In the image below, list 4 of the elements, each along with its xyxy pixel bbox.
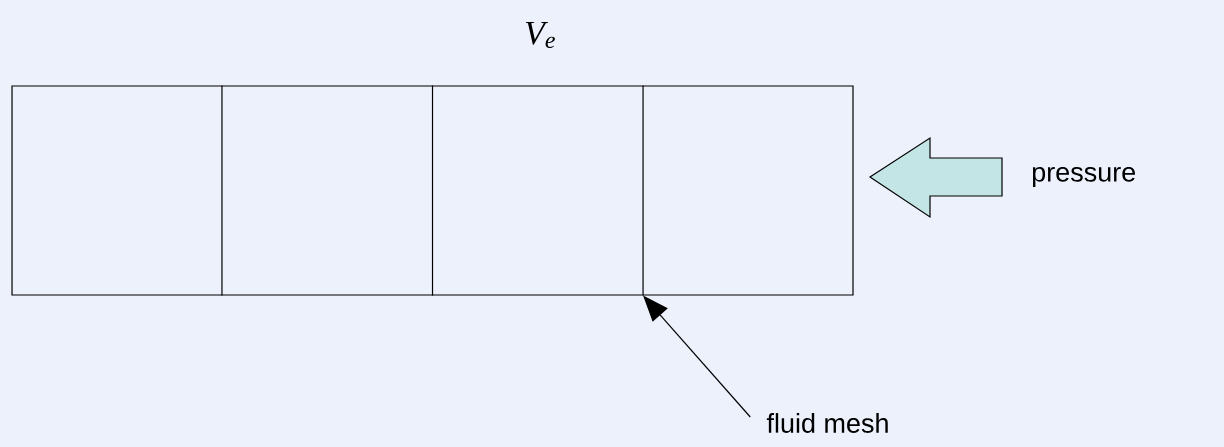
fluid-mesh [11, 84, 854, 297]
pressure-label: pressure [1032, 166, 1136, 188]
node-label: fluid mesh [766, 413, 888, 433]
symbol-label: V$_{e}$ [525, 21, 555, 49]
